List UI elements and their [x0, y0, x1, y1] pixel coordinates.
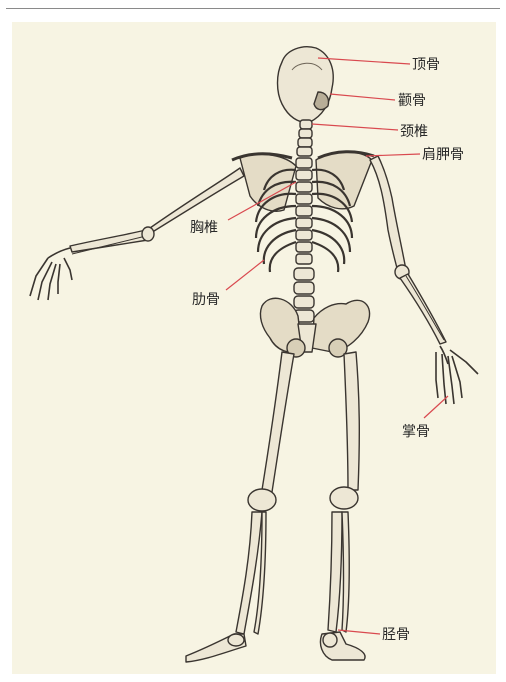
leader-line-ribs [226, 260, 264, 290]
thoracic-spine [296, 158, 312, 264]
leader-line-parietal [318, 58, 410, 64]
right-arm [370, 156, 478, 404]
label-metacarpal: 掌骨 [402, 424, 430, 440]
leader-line-cervical [312, 124, 398, 130]
left-leg [186, 352, 294, 662]
right-leg [320, 352, 365, 660]
cervical-spine [297, 120, 312, 156]
leader-line-tibia [338, 630, 380, 634]
label-tibia: 胫骨 [382, 627, 410, 643]
leader-line-metacarpal [424, 396, 448, 418]
label-parietal: 顶骨 [412, 57, 440, 73]
label-cervical: 颈椎 [400, 124, 428, 140]
label-scapula: 肩胛骨 [422, 147, 464, 163]
leader-line-temporal [330, 94, 395, 100]
left-hand [30, 248, 72, 300]
pelvis [260, 298, 369, 357]
label-temporal: 颧骨 [398, 93, 426, 109]
label-thoracic: 胸椎 [190, 220, 218, 236]
right-hand [436, 346, 478, 404]
label-ribs: 肋骨 [192, 292, 220, 308]
